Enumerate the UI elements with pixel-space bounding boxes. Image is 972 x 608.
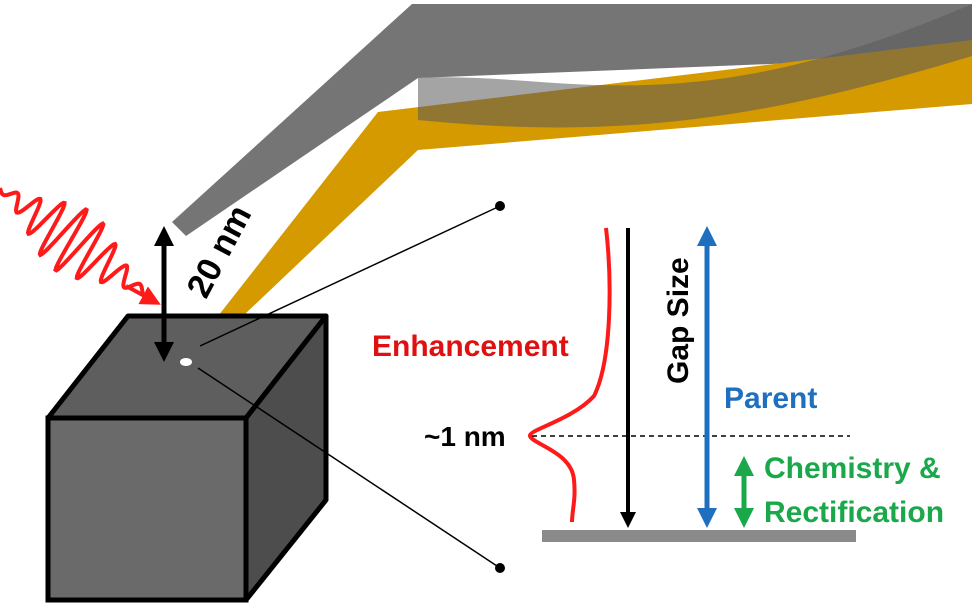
zoom-dot-bottom — [495, 563, 505, 573]
parent-label: Parent — [724, 382, 817, 415]
one-nm-label: ~1 nm — [424, 421, 506, 452]
gray-tip-overlap — [418, 4, 972, 128]
substrate-bar — [542, 530, 856, 542]
chemistry-label-line1: Chemistry & — [764, 452, 941, 485]
zoom-line-top — [199, 205, 501, 347]
zoom-dot-top — [495, 201, 505, 211]
gold-tip — [182, 40, 972, 368]
chemistry-label-line2: Rectification — [764, 496, 944, 529]
zoom-line-bottom — [197, 367, 501, 569]
enhancement-curve — [527, 227, 612, 523]
gray-tip — [172, 4, 972, 236]
tip-apex — [180, 358, 192, 366]
laser-arrow — [125, 284, 161, 305]
gap-size-label: Gap Size — [662, 257, 695, 384]
laser-pulse — [0, 187, 146, 297]
enhancement-label: Enhancement — [372, 330, 569, 363]
substrate-cube — [45, 313, 329, 603]
